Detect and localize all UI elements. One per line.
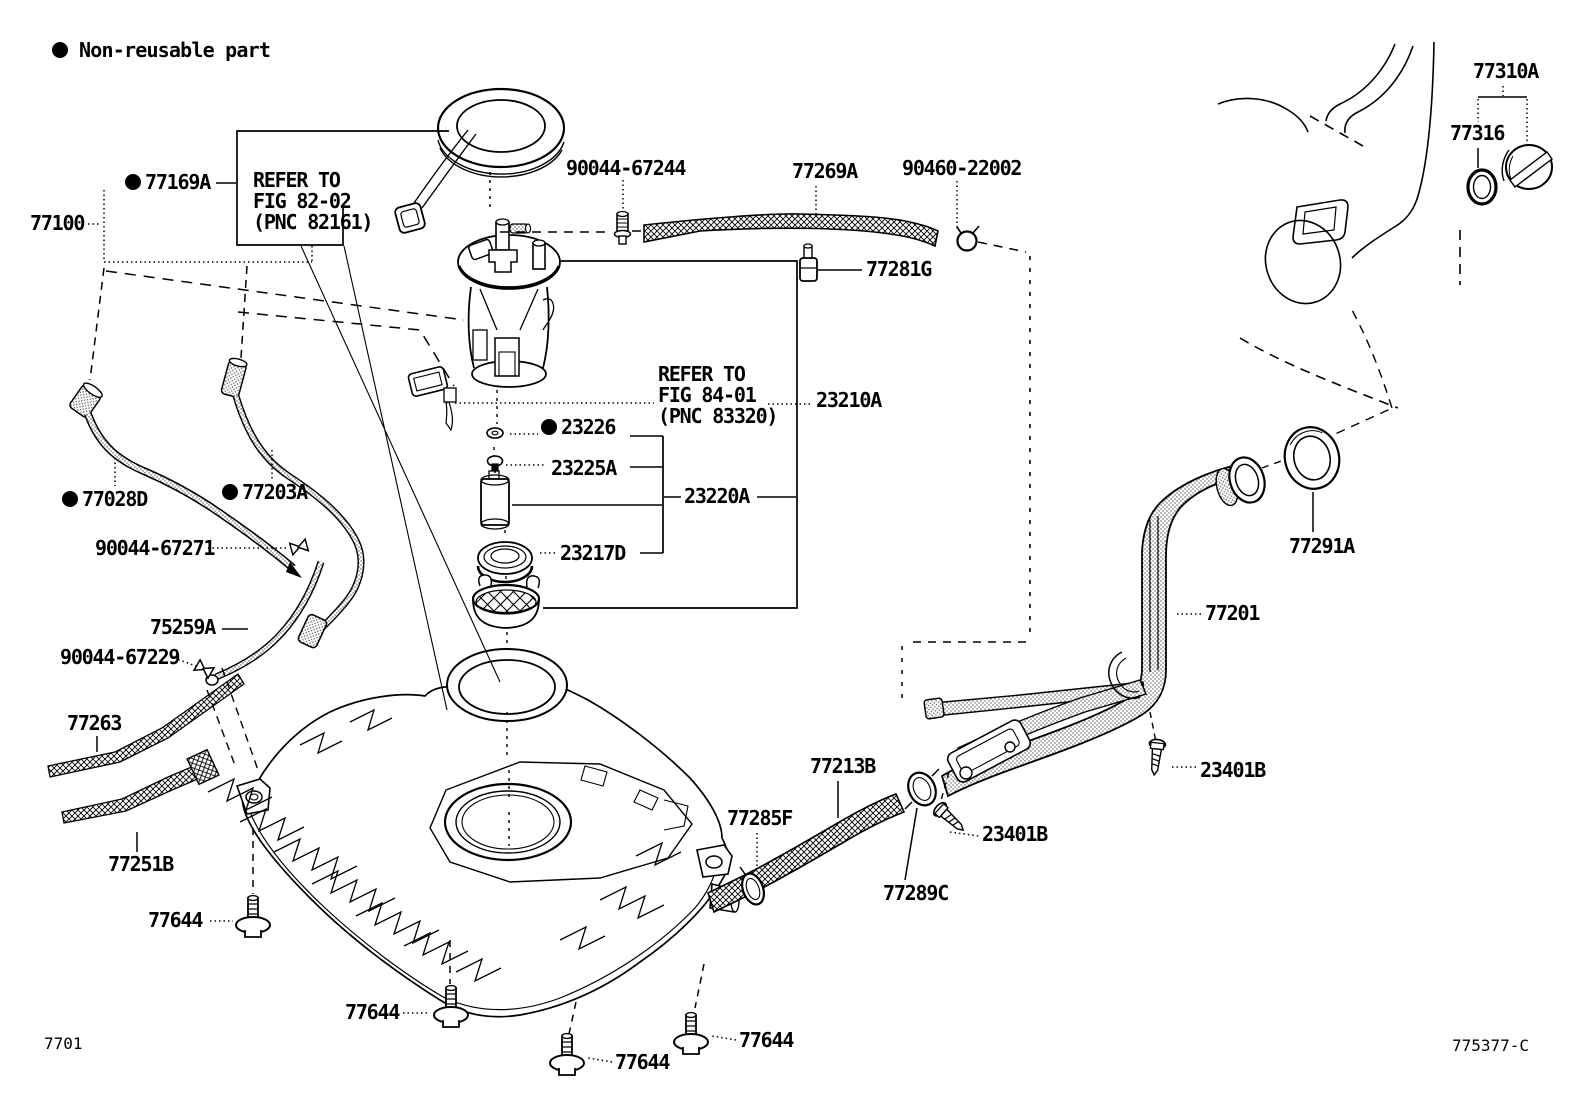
non-reusable-bullet-icon (222, 484, 238, 500)
part-number-text: 77316 (1450, 121, 1505, 145)
part-label-90460-22002: 90460-22002 (902, 156, 1022, 180)
part-number-text: 77285F (727, 806, 793, 830)
clamp-77285F-drawing (739, 866, 765, 906)
part-number-text: 90460-22002 (902, 156, 1022, 180)
part-number-text: 90044-67229 (60, 645, 180, 669)
part-label-77100: 77100 (30, 211, 85, 235)
part-label-77263: 77263 (67, 711, 122, 735)
part-number-text: 77203A (242, 480, 308, 504)
part-label-23220A: 23220A (684, 484, 750, 508)
part-number-text: 23210A (816, 388, 882, 412)
part-number-text: 77644 (345, 1000, 400, 1024)
clamp-90460-22002-drawing (956, 225, 980, 252)
part-number-text: 77201 (1205, 601, 1260, 625)
part-number-text: 23217D (560, 541, 626, 565)
part-label-77203A: 77203A (222, 480, 308, 504)
screw-90044-67244-drawing (613, 210, 632, 245)
part-label-23401B: 23401B (982, 822, 1048, 846)
part-number-text: 23220A (684, 484, 750, 508)
note-line: (PNC 82161) (253, 210, 373, 234)
part-number-text: 75259A (150, 615, 216, 639)
part-label-77644: 77644 (615, 1050, 670, 1074)
fuel-cap-assembly-drawing (1466, 86, 1553, 206)
part-label-23217D: 23217D (560, 541, 626, 565)
note-line: (PNC 83320) (658, 404, 778, 428)
part-label-77281G: 77281G (866, 257, 932, 281)
part-label-77269A: 77269A (792, 159, 858, 183)
part-label-77201: 77201 (1205, 601, 1260, 625)
part-label-77251B: 77251B (108, 852, 174, 876)
part-number-text: 77310A (1473, 59, 1539, 83)
part-number-text: 23225A (551, 456, 617, 480)
part-number-text: 77169A (145, 170, 211, 194)
part-label-77285F: 77285F (727, 806, 793, 830)
part-number-text: 90044-67244 (566, 156, 686, 180)
part-number-text: 77281G (866, 257, 932, 281)
callout-lines (88, 130, 1314, 1063)
part-number-text: 77644 (615, 1050, 670, 1074)
tank-hatch-pattern (207, 708, 682, 983)
part-number-text: 77644 (739, 1028, 794, 1052)
hose-77203A-drawing (220, 357, 365, 649)
part-label-90044-67229: 90044-67229 (60, 645, 180, 669)
non-reusable-bullet-icon (52, 42, 68, 58)
page-code: 7701 (44, 1034, 83, 1053)
part-number-text: 77269A (792, 159, 858, 183)
part-number-text: 77213B (810, 754, 876, 778)
legend-non-reusable: Non-reusable part (52, 38, 271, 62)
part-number-text: 77289C (883, 881, 949, 905)
part-label-77644: 77644 (148, 908, 203, 932)
part-label-90044-67244: 90044-67244 (566, 156, 686, 180)
fuel-pump-assembly-drawing (394, 87, 568, 758)
part-number-text: 77028D (82, 487, 148, 511)
legend-text: Non-reusable part (79, 38, 271, 62)
part-number-text: 77251B (108, 852, 174, 876)
part-number-text: 77291A (1289, 534, 1355, 558)
part-label-77316: 77316 (1450, 121, 1505, 145)
part-label-77169A: 77169A (125, 170, 211, 194)
non-reusable-bullet-icon (62, 491, 78, 507)
valve-77281G-drawing (799, 243, 818, 282)
fuel-tank-drawing (207, 680, 740, 1018)
tube-77251B-drawing (61, 748, 220, 824)
note-line: FIG 84-01 (658, 383, 757, 407)
part-label-77310A: 77310A (1473, 59, 1539, 83)
part-number-text: 77100 (30, 211, 85, 235)
part-number-text: 90044-67271 (95, 536, 215, 560)
part-number-text: 77263 (67, 711, 122, 735)
part-number-text: 23401B (982, 822, 1048, 846)
part-label-77291A: 77291A (1289, 534, 1355, 558)
body-panel-drawing (1217, 41, 1461, 441)
hose-75259A-drawing (205, 560, 325, 686)
note-line: REFER TO (658, 362, 746, 386)
clamp-77289C-drawing (904, 768, 940, 810)
part-label-75259A: 75259A (150, 615, 216, 639)
non-reusable-bullet-icon (541, 419, 557, 435)
note-line: FIG 82-02 (253, 189, 352, 213)
figure-code: 775377-C (1452, 1036, 1530, 1055)
part-label-23226: 23226 (541, 415, 616, 439)
tube-77263-drawing (47, 673, 245, 778)
part-label-77028D: 77028D (62, 487, 148, 511)
part-label-77289C: 77289C (883, 881, 949, 905)
hose-77028D-drawing (69, 382, 302, 578)
part-label-23225A: 23225A (551, 456, 617, 480)
part-number-text: 23401B (1200, 758, 1266, 782)
part-label-77213B: 77213B (810, 754, 876, 778)
part-label-23210A: 23210A (816, 388, 882, 412)
part-label-23401B: 23401B (1200, 758, 1266, 782)
part-number-text: 77644 (148, 908, 203, 932)
hose-77269A-drawing (643, 213, 939, 248)
part-label-90044-67271: 90044-67271 (95, 536, 215, 560)
non-reusable-bullet-icon (125, 174, 141, 190)
part-label-77644: 77644 (345, 1000, 400, 1024)
part-number-text: 23226 (561, 415, 616, 439)
note-line: REFER TO (253, 168, 341, 192)
filler-pipe-77201-drawing (923, 426, 1341, 798)
part-label-77644: 77644 (739, 1028, 794, 1052)
